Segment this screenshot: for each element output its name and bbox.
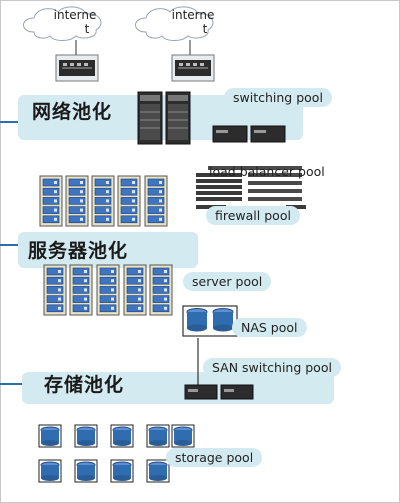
server-rack-icon [43,264,67,316]
server-pool-band [18,232,198,268]
cloud-label: interne t [158,8,228,36]
cloud-label-line1: interne [53,8,97,22]
san-switch-icon [184,384,254,400]
storage-pool-band [22,372,334,404]
server-layer-title: 服务器池化 [28,240,129,262]
switching-pool-label: switching pool [224,88,332,107]
server-rack-group-bottom [43,264,173,316]
router-icon [55,54,99,82]
server-rack-icon [69,264,93,316]
disk-icon [110,459,134,483]
cloud-icon [135,6,214,41]
network-layer-marker [0,121,18,123]
core-switch-icon [137,91,163,145]
server-rack-icon [91,175,115,227]
load-balancer-pool-label: load balancer pool [209,164,325,179]
disk-icon [110,424,134,448]
san-switching-pool-label: SAN switching pool [203,358,341,377]
server-rack-icon [144,175,168,227]
disk-icon [38,424,62,448]
cloud-label-line2: t [202,22,208,36]
router-icon [171,54,215,82]
firewall-pool-label: firewall pool [206,206,300,225]
disk-icon [146,459,170,483]
core-switch-icon [165,91,191,145]
storage-layer-title: 存储池化 [44,374,125,396]
nas-pool-label: NAS pool [232,318,307,337]
server-rack-icon [117,175,141,227]
disk-icon [38,459,62,483]
server-rack-icon [65,175,89,227]
disk-icon [171,424,195,448]
disk-icon [74,424,98,448]
nas-storage-icon [182,305,238,337]
server-layer-marker [0,244,18,246]
storage-array-top [38,424,195,448]
server-rack-icon [149,264,173,316]
server-rack-group-top [39,175,168,227]
storage-layer-marker [0,383,22,385]
server-rack-icon [39,175,63,227]
load-balancer-icon [212,125,286,143]
cloud-label: interne t [40,8,110,36]
cloud-label-line2: t [84,22,90,36]
disk-icon [74,459,98,483]
server-rack-icon [96,264,120,316]
storage-array-bottom [38,459,170,483]
storage-pool-label: storage pool [166,448,263,467]
cloud-icon [23,6,102,41]
server-rack-icon [123,264,147,316]
cloud-label-line1: interne [171,8,215,22]
network-layer-title: 网络池化 [32,101,113,123]
disk-icon [146,424,170,448]
server-pool-label: server pool [183,272,272,291]
